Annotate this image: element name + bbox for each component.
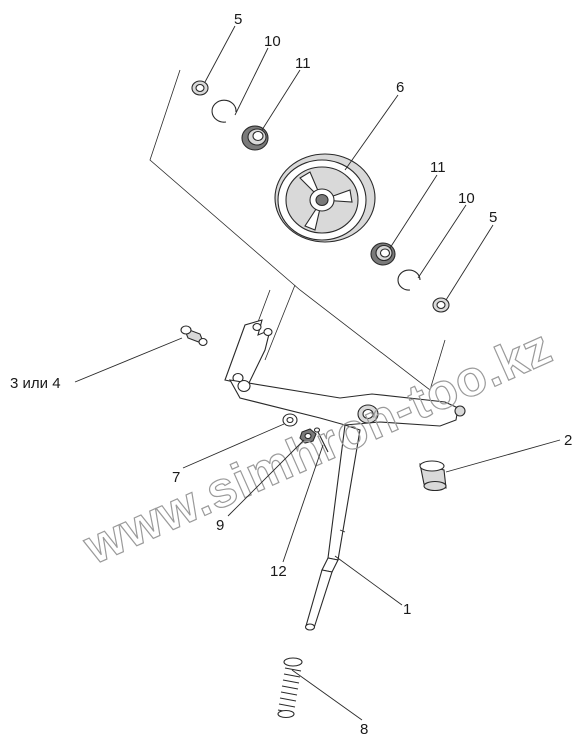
part-12-cotter-pin (313, 427, 329, 453)
label-part-9: 9 (216, 517, 224, 534)
label-part-11-right: 11 (430, 159, 446, 176)
part-9-nut (299, 428, 317, 444)
part-11-bearing-top (241, 125, 269, 151)
watermark-text: www.simhron-too.kz (75, 318, 560, 575)
part-6-wheel (274, 153, 376, 243)
label-part-8: 8 (360, 721, 368, 738)
label-part-12: 12 (270, 563, 287, 580)
leader-lines (74, 25, 561, 721)
label-part-5-right: 5 (489, 209, 497, 226)
part-2-sleeve (419, 460, 447, 492)
part-5-bushing-right (432, 297, 450, 313)
part-labels: 5 10 11 6 11 10 5 3 или 4 2 7 9 12 1 8 (10, 11, 572, 738)
part-7-washer (282, 413, 298, 427)
label-part-7: 7 (172, 469, 180, 486)
part-5-bushing-top (191, 80, 209, 96)
label-part-5-top: 5 (234, 11, 242, 28)
part-3-4-pin (180, 325, 208, 347)
label-part-1: 1 (403, 601, 411, 618)
support-bracket-left (224, 319, 273, 386)
part-8-spring (277, 657, 303, 719)
part-1-stand-rod (304, 424, 361, 631)
label-part-6: 6 (396, 79, 404, 96)
part-11-bearing-right (370, 242, 396, 266)
part-10-retaining-ring-top (211, 99, 237, 123)
label-part-10-top: 10 (264, 33, 281, 50)
label-part-10-right: 10 (458, 190, 475, 207)
main-lever-arm (228, 379, 466, 427)
label-part-11-top: 11 (295, 55, 311, 72)
part-10-retaining-ring-right (397, 269, 421, 291)
label-part-3-or-4: 3 или 4 (10, 375, 61, 392)
label-part-2: 2 (564, 432, 572, 449)
